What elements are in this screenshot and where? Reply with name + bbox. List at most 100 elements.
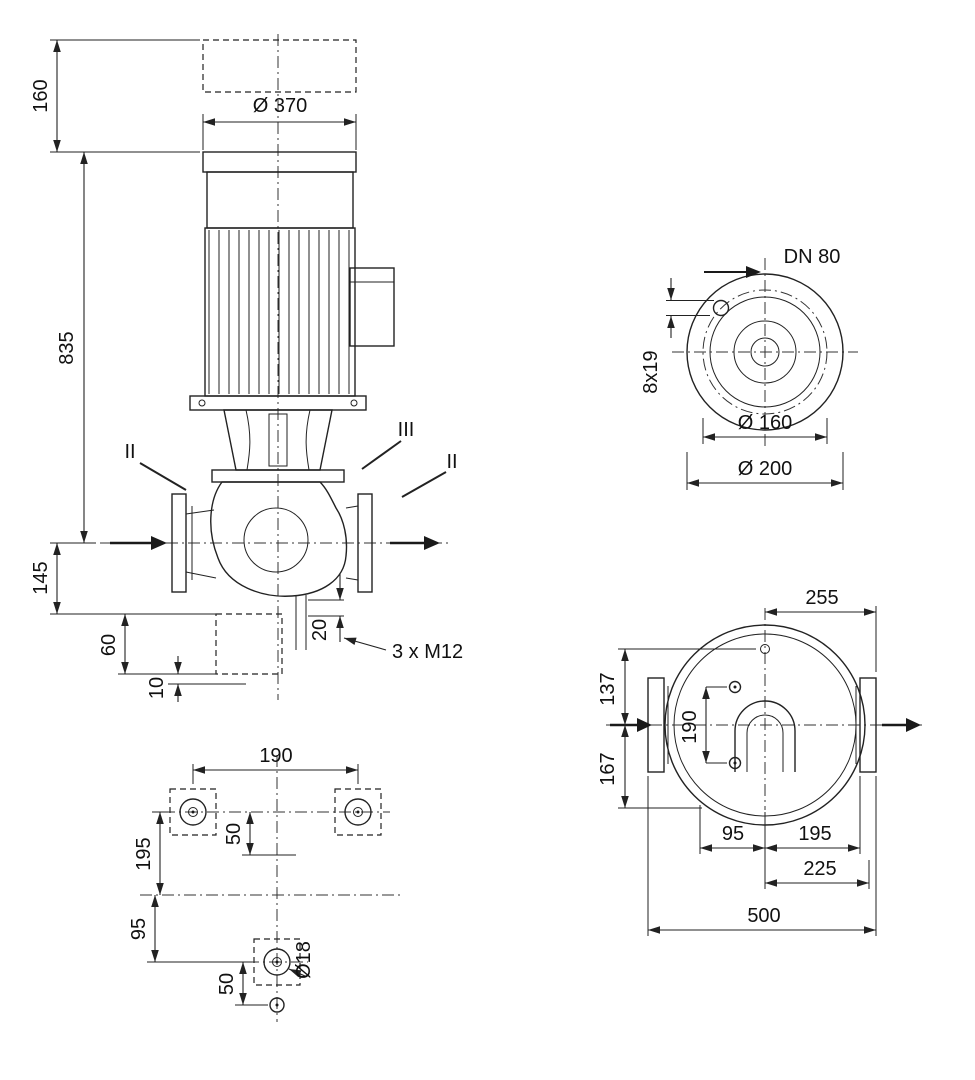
dn-note: DN 80: [704, 246, 840, 278]
casing-bolt-holes: [728, 680, 742, 770]
dim-label-835: 835: [56, 331, 78, 364]
dim-label-dia-200: Ø 200: [738, 458, 792, 480]
dim-label-190-top: 190: [679, 710, 701, 743]
dim-10: 10: [146, 656, 182, 702]
top-discharge-flange: [859, 677, 877, 773]
yoke-outer: [734, 700, 796, 772]
support-foot-outline: [215, 613, 283, 675]
foot-pad-left: [169, 788, 217, 836]
flange-outer-circle: [686, 273, 844, 431]
dim-225: 225: [765, 858, 870, 889]
dim-160: 160: [30, 39, 200, 153]
dim-label-255: 255: [805, 587, 838, 609]
flange-raised-face: [709, 296, 821, 408]
dim-label-195: 195: [133, 837, 155, 870]
dim-label-95-top: 95: [722, 823, 744, 845]
dim-label-137: 137: [597, 672, 619, 705]
shaft-coupling: [268, 413, 288, 467]
flange-view: DN 80 8x19 Ø 160 Ø 200: [640, 246, 858, 490]
discharge-stub: [345, 505, 359, 581]
dim-label-10: 10: [146, 677, 168, 699]
dn-arrow-icon: [746, 266, 761, 278]
anchor-hole-right: [344, 798, 372, 826]
fan-cover: [206, 171, 354, 229]
dim-dia-200: Ø 200: [686, 452, 844, 490]
bolt-hole: [712, 299, 730, 317]
note-dia-18: Ø18: [288, 941, 315, 979]
foot-pad-bottom: [253, 938, 301, 986]
dim-195: 195: [133, 811, 168, 895]
flow-arrow-in-icon: [151, 536, 167, 550]
dim-label-145: 145: [30, 561, 52, 594]
suction-stub: [185, 509, 217, 579]
bolt-circle: [702, 289, 828, 415]
note-label-m12: 3 x M12: [392, 641, 463, 663]
dim-label-225: 225: [803, 858, 836, 880]
dim-label-20: 20: [309, 619, 331, 641]
anchor-hole-left: [179, 798, 207, 826]
dim-label-dia-160: Ø 160: [738, 412, 792, 434]
volute-inner-contour: [243, 507, 309, 573]
top-flow-in-icon: [637, 718, 652, 732]
dim-label-195-top: 195: [798, 823, 831, 845]
top-view: 255 137 167 190 95 195: [597, 587, 922, 936]
dim-dia-370: Ø 370: [202, 95, 357, 150]
dim-label-dia-18: Ø18: [293, 941, 315, 979]
section-leader-left: [139, 462, 187, 491]
dim-label-8x19: 8x19: [640, 350, 662, 393]
dim-50-lower: 50: [216, 962, 268, 1006]
anchor-hole-bottom: [263, 948, 291, 976]
foot-pad-right: [334, 788, 382, 836]
flange-bolt-left: [198, 399, 206, 407]
dim-label-190-base: 190: [259, 745, 292, 767]
small-hole-bottom: [269, 997, 285, 1013]
flow-arrows: [110, 536, 440, 550]
dim-label-50-upper: 50: [223, 823, 245, 845]
section-label-left: II: [124, 441, 135, 463]
dim-label-60: 60: [98, 634, 120, 656]
dim-label-160: 160: [30, 79, 52, 112]
dim-95-195: 95 195: [699, 776, 861, 889]
motor-fin-housing: [204, 227, 356, 397]
section-leader-mid: [361, 440, 402, 470]
side-view: 160 Ø 370 835 145 60: [30, 34, 463, 702]
dn-label: DN 80: [784, 246, 841, 268]
pump-casing: [168, 469, 373, 685]
volute-outline: [210, 481, 348, 597]
lantern-windows: [245, 409, 311, 471]
flange-hub: [750, 337, 780, 367]
note-m12: 3 x M12: [343, 637, 463, 663]
dim-label-dia-370: Ø 370: [253, 95, 307, 117]
dim-255: 255: [765, 587, 877, 672]
top-lug-hole: [760, 644, 770, 654]
section-marks: II III II: [124, 419, 458, 498]
section-label-mid: III: [398, 419, 415, 441]
dim-20: 20: [308, 574, 344, 642]
top-flow-out-icon: [906, 718, 921, 732]
dim-label-500: 500: [747, 905, 780, 927]
base-view: 190 50 195 95 50 Ø18: [128, 745, 402, 1022]
suction-flange: [171, 493, 187, 593]
dim-190-base: 190: [192, 745, 359, 784]
dim-60: 60: [98, 614, 216, 675]
dim-190-top: 190: [679, 686, 727, 764]
dim-500: 500: [647, 776, 877, 936]
dim-dia-160: Ø 160: [702, 412, 828, 444]
motor-option-outline: [202, 39, 357, 93]
yoke-inner: [746, 714, 784, 772]
section-label-right: II: [446, 451, 457, 473]
dim-95-base: 95: [128, 895, 252, 963]
motor: [189, 151, 395, 411]
flange-bolt-right: [350, 399, 358, 407]
dim-137: 137: [597, 648, 756, 725]
section-leader-right: [401, 471, 447, 498]
dim-145: 145: [30, 543, 216, 615]
dim-label-167: 167: [597, 752, 619, 785]
dim-167: 167: [597, 725, 702, 809]
fan-cover-cap: [202, 151, 357, 173]
dim-label-95-base: 95: [128, 918, 150, 940]
terminal-box: [349, 267, 395, 347]
flange-bore: [733, 320, 797, 384]
dim-label-50-lower: 50: [216, 973, 238, 995]
